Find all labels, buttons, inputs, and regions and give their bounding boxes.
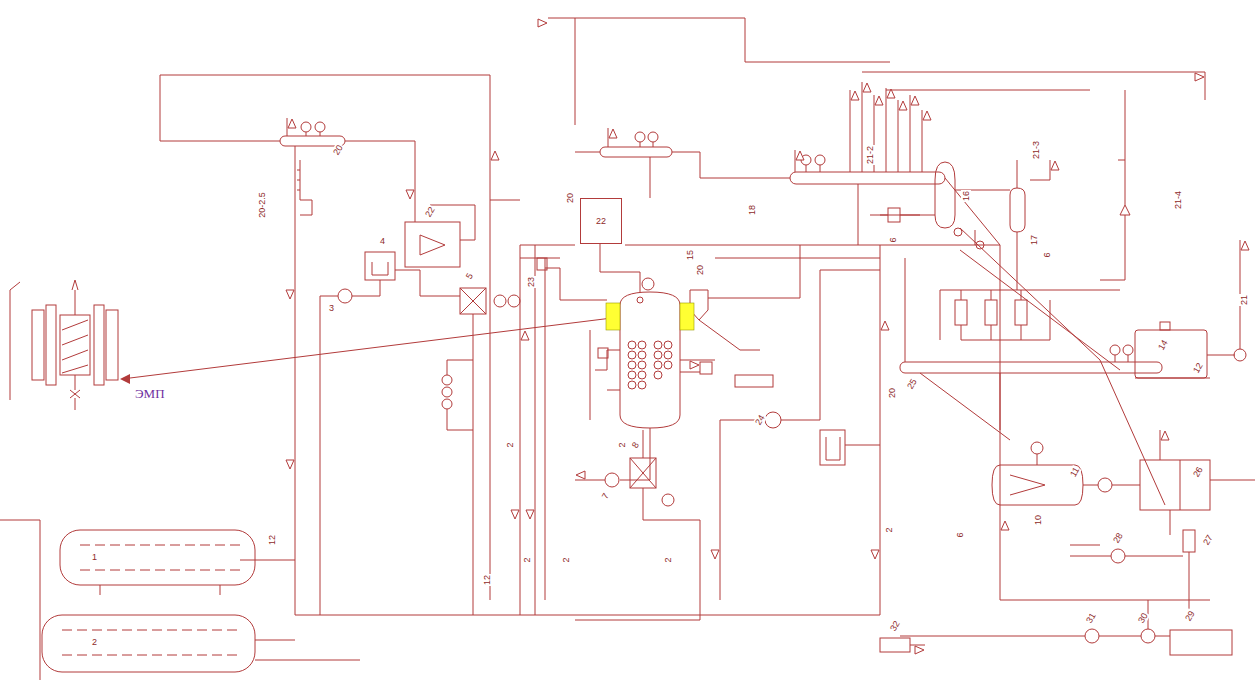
callout-number: 10 [1033,514,1043,526]
callout-number: 31 [1084,610,1099,625]
callout-number: 21 [1239,294,1249,306]
callout-number: 1 [91,552,98,562]
callout-number: 2 [617,441,627,448]
callout-number: 2 [522,556,532,563]
callout-number: 16 [961,190,971,202]
callout-number: 7 [599,490,611,501]
callout-number: 6 [1042,251,1052,258]
callout-number: 27 [1201,532,1216,547]
callout-number: 32 [888,618,903,633]
callout-number: 12 [1191,360,1206,375]
callout-number: 25 [905,376,920,391]
callout-number: 20 [695,264,705,276]
callout-number: 6 [888,236,898,243]
callout-number: 14 [1156,337,1171,352]
callout-number: 6 [955,531,965,538]
equipment-box: 22 [580,198,622,244]
callout-number: 20 [565,192,575,204]
callout-number: 2 [91,637,98,647]
callout-number: 5 [463,270,475,281]
callout-number: 21-3 [1031,140,1041,160]
callout-number: 20-2.5 [257,191,267,219]
callout-number: 4 [379,236,386,246]
callout-number: 28 [1111,530,1126,545]
callout-number: 21-2 [865,145,875,165]
callout-number: 21-4 [1173,190,1183,210]
callout-number: 3 [328,303,335,313]
callout-number: 23 [526,276,536,288]
callout-number: 2 [561,556,571,563]
callout-number: 2 [663,556,673,563]
callout-number: 17 [1029,234,1039,246]
callout-number: 20 [887,387,897,399]
callout-number: 24 [753,412,768,427]
callout-number: 22 [423,204,438,219]
callout-number: 8 [629,439,641,450]
callout-number: 2 [884,526,894,533]
callout-number: 26 [1191,464,1206,479]
equipment-label: ЭМП [134,386,166,401]
callout-number: 18 [747,204,757,216]
callout-number: 12 [267,534,277,546]
callout-number: 15 [685,249,695,261]
callout-number: 2 [505,441,515,448]
callout-number: 29 [1183,608,1198,623]
callout-number: 22 [596,216,606,226]
callout-number: 12 [482,574,492,586]
